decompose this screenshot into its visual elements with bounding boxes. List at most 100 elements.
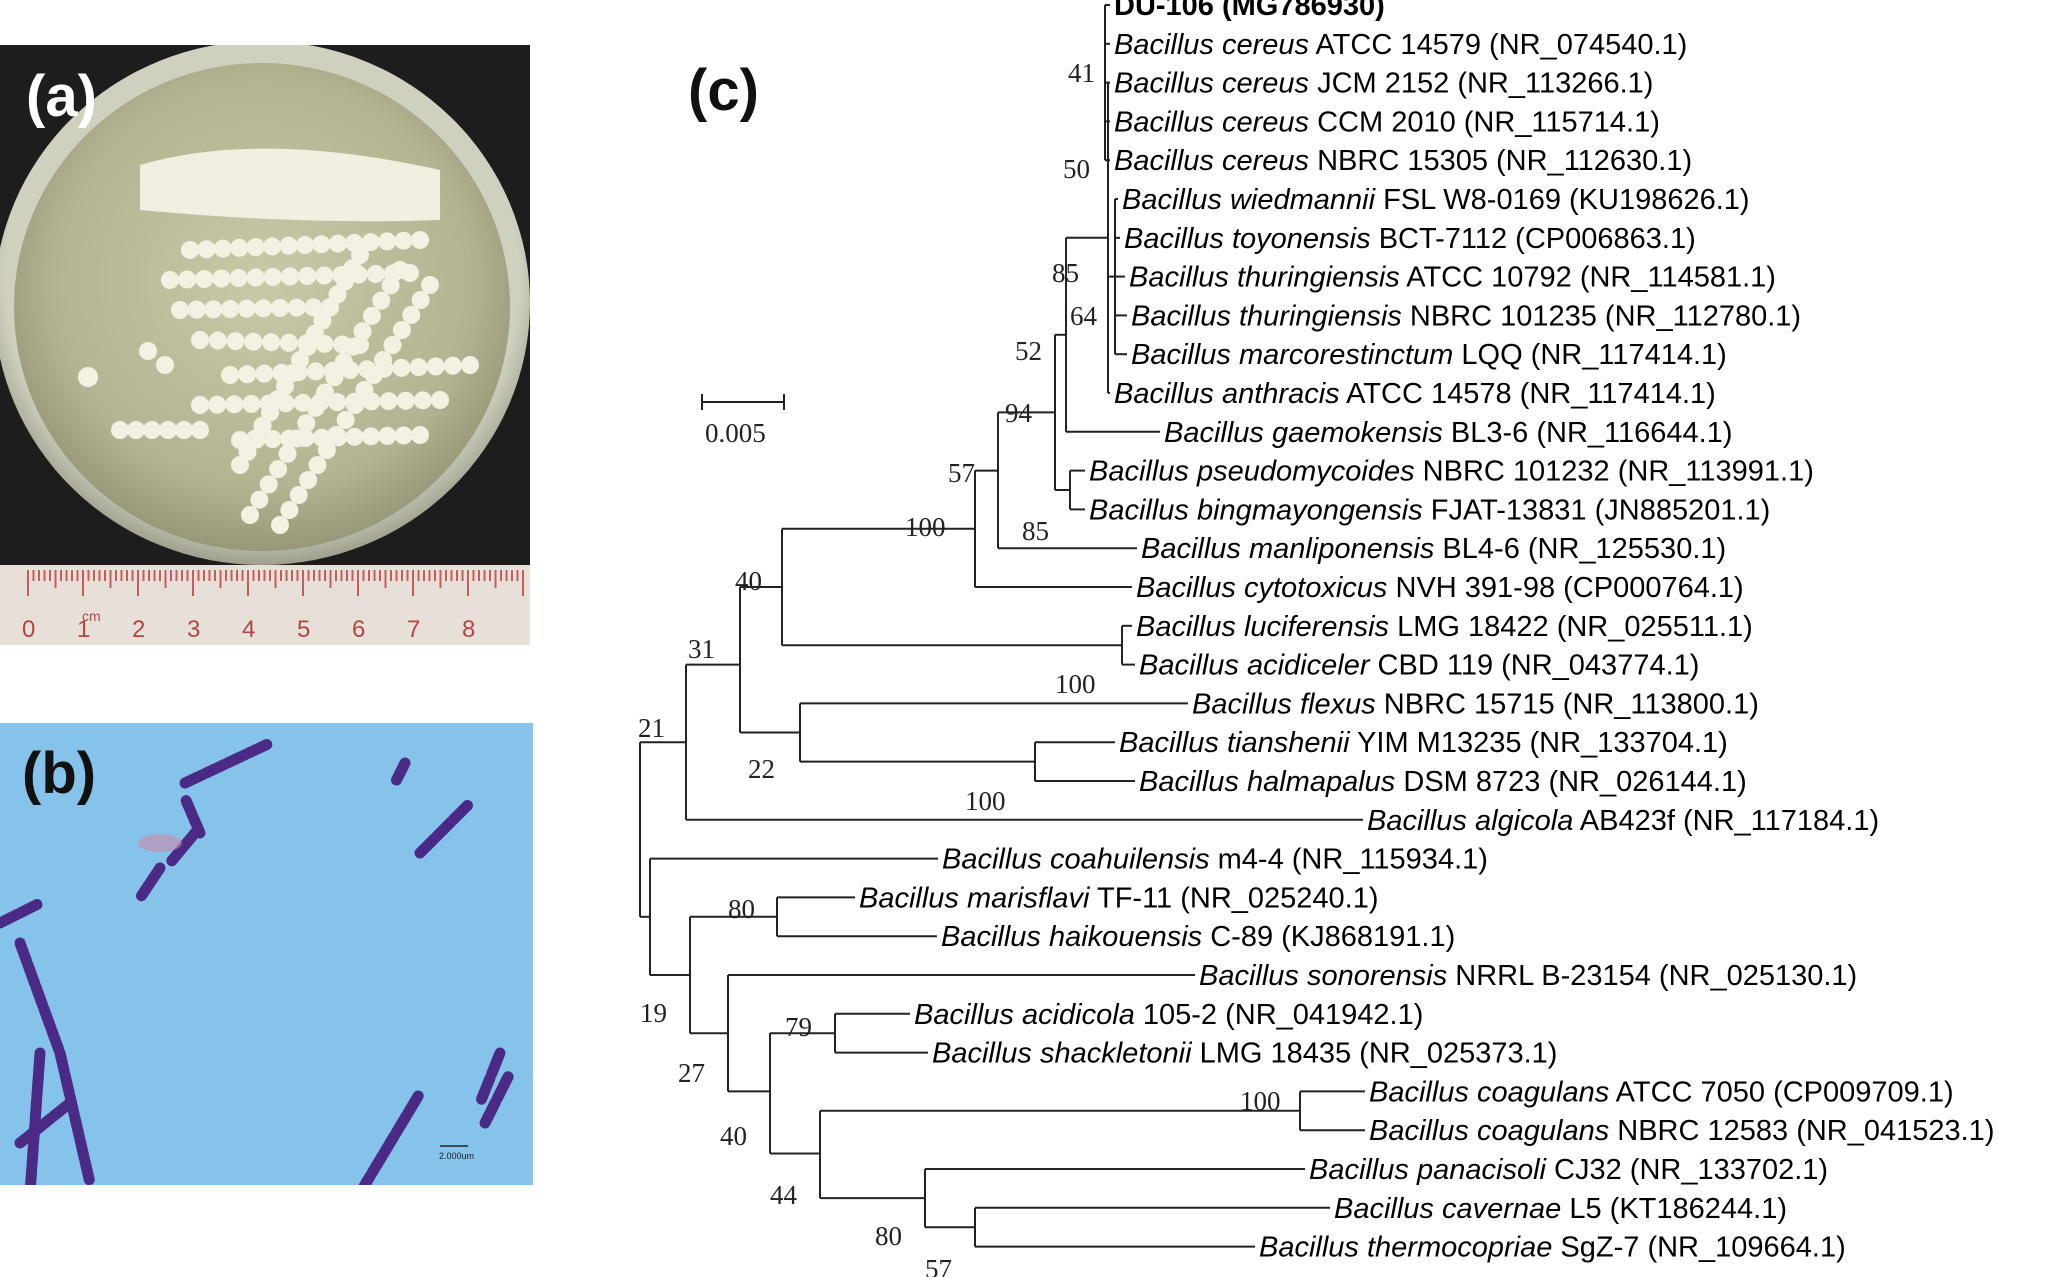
taxon-strain: NBRC 15715 (NR_113800.1) — [1376, 688, 1759, 720]
taxon-strain: NBRC 101232 (NR_113991.1) — [1415, 456, 1814, 488]
bootstrap-value: 40 — [735, 566, 762, 596]
tree-taxon-label: Bacillus cytotoxicus NVH 391-98 (CP00076… — [1136, 572, 1744, 604]
tree-branches — [639, 4, 1365, 1248]
tree-taxon-label: DU-106 (MG786930) — [1114, 0, 1385, 22]
ruler-ticks — [27, 570, 524, 596]
ruler-number: 8 — [462, 616, 475, 643]
bootstrap-value: 80 — [728, 894, 755, 924]
taxon-strain: CJ32 (NR_133702.1) — [1546, 1154, 1828, 1186]
panel-label-b: (b) — [22, 741, 97, 806]
tree-taxon-label: Bacillus cereus NBRC 15305 (NR_112630.1) — [1114, 145, 1692, 177]
taxon-species: Bacillus cereus — [1114, 68, 1309, 100]
taxon-species: Bacillus halmapalus — [1139, 766, 1395, 798]
taxon-strain: YIM M13235 (NR_133704.1) — [1350, 727, 1728, 759]
ruler-number: 3 — [187, 616, 200, 643]
taxon-species: Bacillus shackletonii — [932, 1038, 1193, 1070]
bootstrap-value: 19 — [640, 998, 667, 1028]
taxon-species: Bacillus toyonensis — [1124, 223, 1371, 255]
taxon-strain: FSL W8-0169 (KU198626.1) — [1375, 184, 1750, 216]
taxon-species: Bacillus thermocopriae — [1259, 1232, 1552, 1264]
taxon-strain: ATCC 14579 (NR_074540.1) — [1309, 29, 1687, 61]
taxon-species: Bacillus algicola — [1367, 805, 1573, 837]
ruler-number: 7 — [407, 616, 420, 643]
taxon-species: Bacillus thuringiensis — [1129, 262, 1400, 294]
tree-taxon-label: Bacillus halmapalus DSM 8723 (NR_026144.… — [1139, 766, 1747, 798]
micrograph-illustration: 2.000um — [0, 723, 533, 1185]
tree-taxon-label: Bacillus gaemokensis BL3-6 (NR_116644.1) — [1164, 417, 1733, 449]
taxon-strain: NRRL B-23154 (NR_025130.1) — [1447, 960, 1857, 992]
tree-taxon-label: Bacillus cavernae L5 (KT186244.1) — [1334, 1193, 1787, 1225]
ruler-unit: cm — [82, 608, 101, 624]
taxon-strain: SgZ-7 (NR_109664.1) — [1552, 1232, 1845, 1264]
taxon-species: Bacillus coagulans — [1369, 1115, 1609, 1147]
taxon-strain: NBRC 101235 (NR_112780.1) — [1402, 300, 1801, 332]
tree-taxon-label: Bacillus haikouensis C-89 (KJ868191.1) — [941, 921, 1455, 953]
tree-taxon-label: Bacillus cereus JCM 2152 (NR_113266.1) — [1114, 68, 1653, 100]
tree-taxon-label: Bacillus sonorensis NRRL B-23154 (NR_025… — [1199, 960, 1857, 992]
taxon-strain: ATCC 14578 (NR_117414.1) — [1340, 378, 1716, 410]
taxon-species: Bacillus cereus — [1114, 29, 1309, 61]
tree-taxon-label: Bacillus bingmayongensis FJAT-13831 (JN8… — [1089, 494, 1770, 526]
taxon-strain: C-89 (KJ868191.1) — [1202, 921, 1455, 953]
taxon-strain: CCM 2010 (NR_115714.1) — [1309, 106, 1660, 138]
taxon-species: Bacillus sonorensis — [1199, 960, 1447, 992]
taxon-strain: BL4-6 (NR_125530.1) — [1434, 533, 1726, 565]
bootstrap-value: 85 — [1022, 516, 1049, 546]
taxon-strain: LMG 18435 (NR_025373.1) — [1192, 1038, 1558, 1070]
taxon-species: Bacillus acidicola — [914, 999, 1135, 1031]
colonies — [78, 231, 479, 534]
bootstrap-value: 40 — [720, 1121, 747, 1151]
taxon-strain: L5 (KT186244.1) — [1561, 1193, 1787, 1225]
tree-taxon-label: Bacillus thermocopriae SgZ-7 (NR_109664.… — [1259, 1232, 1846, 1264]
bootstrap-value: 64 — [1070, 301, 1098, 331]
tree-taxon-label: Bacillus anthracis ATCC 14578 (NR_117414… — [1114, 378, 1716, 410]
taxon-species: Bacillus tianshenii — [1119, 727, 1351, 759]
bootstrap-value: 27 — [678, 1058, 705, 1088]
bootstrap-value: 80 — [875, 1221, 902, 1251]
tree-taxon-label: Bacillus acidicola 105-2 (NR_041942.1) — [914, 999, 1423, 1031]
tree-scale-bar: 0.005 — [701, 394, 785, 448]
taxon-strain: LMG 18422 (NR_025511.1) — [1389, 611, 1753, 643]
taxon-strain: AB423f (NR_117184.1) — [1573, 805, 1879, 837]
taxon-species: Bacillus acidiceler — [1139, 650, 1371, 682]
taxon-species: Bacillus luciferensis — [1136, 611, 1389, 643]
tree-taxon-label: Bacillus luciferensis LMG 18422 (NR_0255… — [1136, 611, 1753, 643]
tree-taxon-label: Bacillus thuringiensis NBRC 101235 (NR_1… — [1131, 300, 1801, 332]
tree-taxon-label: Bacillus algicola AB423f (NR_117184.1) — [1367, 805, 1879, 837]
taxon-species: Bacillus marcorestinctum — [1131, 339, 1453, 371]
taxon-species: Bacillus coahuilensis — [942, 844, 1210, 876]
taxon-species: Bacillus marisflavi — [859, 882, 1091, 914]
bootstrap-value: 100 — [905, 512, 946, 542]
bootstrap-value: 50 — [1063, 154, 1090, 184]
tree-taxon-label: Bacillus tianshenii YIM M13235 (NR_13370… — [1119, 727, 1728, 759]
panel-label-a: (a) — [26, 64, 97, 129]
bootstrap-value: 31 — [688, 634, 715, 664]
tree-taxon-label: Bacillus wiedmannii FSL W8-0169 (KU19862… — [1122, 184, 1750, 216]
micrograph: 2.000um — [0, 723, 533, 1185]
taxon-species: Bacillus manliponensis — [1141, 533, 1434, 565]
panel-label-c: (c) — [688, 58, 759, 123]
ruler-number: 1 — [77, 616, 90, 643]
tree-taxon-label: Bacillus marisflavi TF-11 (NR_025240.1) — [859, 882, 1379, 914]
taxon-species: Bacillus panacisoli — [1309, 1154, 1548, 1186]
bootstrap-value: 41 — [1068, 58, 1095, 88]
ruler-number: 4 — [242, 616, 255, 643]
tree-taxa: DU-106 (MG786930) Bacillus cereus ATCC 14… — [859, 0, 1994, 1264]
taxon-species: Bacillus anthracis — [1114, 378, 1340, 410]
taxon-species: Bacillus thuringiensis — [1131, 300, 1402, 332]
taxon-strain: NBRC 15305 (NR_112630.1) — [1309, 145, 1692, 177]
bootstrap-value: 100 — [1240, 1086, 1281, 1116]
taxon-species: Bacillus flexus — [1192, 688, 1376, 720]
ruler-number: 2 — [132, 616, 145, 643]
taxon-strain: 105-2 (NR_041942.1) — [1135, 999, 1424, 1031]
taxon-strain: ATCC 10792 (NR_114581.1) — [1400, 262, 1776, 294]
tree-taxon-label: Bacillus manliponensis BL4-6 (NR_125530.… — [1141, 533, 1726, 565]
bootstrap-value: 22 — [748, 754, 775, 784]
tree-taxon-label: Bacillus cereus CCM 2010 (NR_115714.1) — [1114, 106, 1660, 138]
bootstrap-value: 57 — [925, 1254, 952, 1277]
bootstrap-value: 21 — [638, 713, 665, 743]
